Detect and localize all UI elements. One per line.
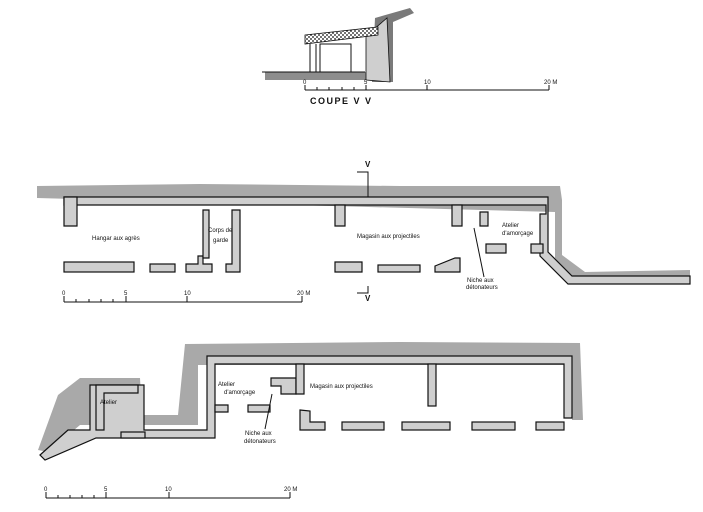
section-opening bbox=[319, 43, 352, 72]
section-title: COUPE V V bbox=[310, 96, 373, 106]
section-scale: 0 5 10 20 M bbox=[303, 80, 557, 91]
earth-cover bbox=[38, 342, 583, 452]
section-marker: V V bbox=[357, 160, 371, 303]
section-marker-top: V bbox=[365, 160, 371, 169]
scale-tick-5: 5 bbox=[364, 80, 368, 86]
label-atelier-amorcage-2: d'amorçage bbox=[502, 231, 534, 237]
section-vv: 0 5 10 20 M COUPE V V bbox=[262, 8, 557, 106]
niche-leader bbox=[473, 227, 485, 278]
label-magasin-projectiles: Magasin aux projectiles bbox=[310, 384, 373, 390]
scale-tick-0: 0 bbox=[44, 487, 48, 493]
label-atelier-amorcage-1: Atelier bbox=[502, 223, 519, 229]
outer-wall bbox=[39, 355, 573, 461]
scale-tick-10: 10 bbox=[424, 80, 431, 86]
scale-tick-10: 10 bbox=[165, 487, 172, 493]
scale-tick-10: 10 bbox=[184, 291, 191, 297]
niche-leader bbox=[264, 393, 273, 430]
label-atelier: Atelier bbox=[100, 400, 117, 406]
label-hangar-aux-agres: Hangar aux agrès bbox=[92, 236, 140, 242]
scale-tick-5: 5 bbox=[124, 291, 128, 297]
scale-tick-5: 5 bbox=[104, 487, 108, 493]
outer-wall bbox=[63, 196, 691, 285]
label-magasin-projectiles: Magasin aux projectiles bbox=[357, 234, 420, 240]
scale-tick-0: 0 bbox=[303, 80, 307, 86]
label-niche-1: Niche aux bbox=[467, 278, 494, 284]
plan-lower: Atelier Atelier d'amorçage Magasin aux p… bbox=[38, 342, 583, 499]
section-floor bbox=[265, 72, 375, 80]
label-niche-2: détonateurs bbox=[466, 285, 498, 291]
scale-tick-20: 20 M bbox=[284, 487, 297, 493]
label-atelier-amorcage-2: d'amorçage bbox=[224, 390, 256, 396]
section-roof bbox=[304, 26, 379, 45]
front-wall bbox=[63, 261, 135, 273]
scale-tick-20: 20 M bbox=[544, 80, 557, 86]
upper-scale: 0 5 10 20 M bbox=[62, 291, 310, 303]
lower-scale: 0 5 10 20 M bbox=[44, 487, 297, 499]
label-niche-1: Niche aux bbox=[245, 431, 272, 437]
scale-tick-0: 0 bbox=[62, 291, 66, 297]
scale-tick-20: 20 M bbox=[297, 291, 310, 297]
label-corps-de-garde-2: garde bbox=[213, 238, 229, 244]
label-corps-de-garde-1: Corps de bbox=[208, 228, 233, 234]
label-niche-2: détonateurs bbox=[244, 439, 276, 445]
plan-upper: V V Hangar aux agrès Corps de garde Maga… bbox=[37, 160, 691, 303]
label-atelier-amorcage-1: Atelier bbox=[218, 382, 235, 388]
section-marker-bottom: V bbox=[365, 294, 371, 303]
earth-cover bbox=[37, 184, 690, 280]
